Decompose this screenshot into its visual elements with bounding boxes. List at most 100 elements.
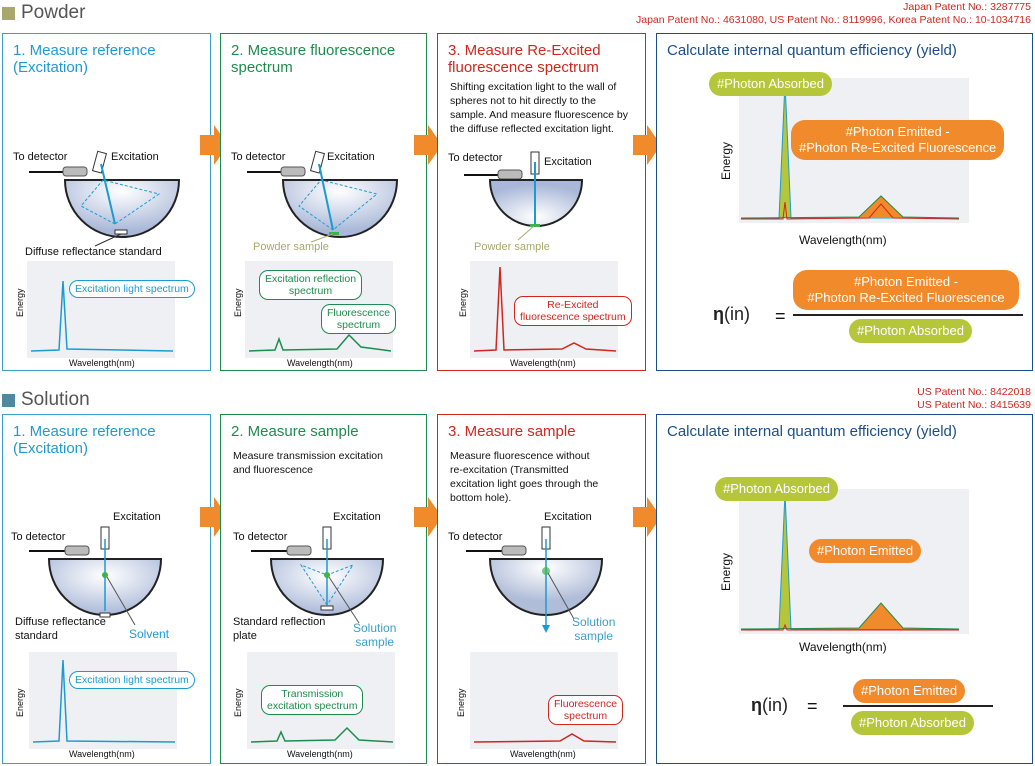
sphere-diagram — [251, 526, 385, 624]
patent-info-solution: US Patent No.: 8422018 US Patent No.: 84… — [917, 386, 1031, 412]
denominator-pill: #Photon Absorbed — [851, 711, 974, 735]
powder-panel-3: 3. Measure Re-Excited fluorescence spect… — [437, 33, 646, 371]
arrow-right-icon — [414, 497, 442, 537]
sphere-diagram — [466, 526, 604, 633]
x-axis-label: Wavelength(nm) — [69, 749, 135, 759]
solution-panel-1: 1. Measure reference (Excitation) Excita… — [2, 414, 211, 764]
sphere-diagram — [29, 526, 163, 626]
panel-title: 1. Measure reference (Excitation) — [13, 42, 156, 76]
excitation-label: Excitation — [333, 511, 381, 523]
y-axis-label: Energy — [719, 552, 733, 591]
y-axis-label: Energy — [456, 688, 466, 717]
excitation-label: Excitation — [544, 511, 592, 523]
to-detector-label: To detector — [13, 151, 68, 163]
section-title: Solution — [21, 389, 90, 410]
x-axis-label: Wavelength(nm) — [799, 233, 887, 247]
patent-line: US Patent No.: 8415639 — [917, 399, 1031, 411]
powder-sample-label: Powder sample — [474, 241, 550, 253]
photon-emitted-pill: #Photon Emitted — [809, 539, 922, 563]
to-detector-label: To detector — [448, 531, 503, 543]
sphere-diagram — [464, 151, 584, 241]
arrow-right-icon — [633, 497, 661, 537]
patent-line: Japan Patent No.: 3287775 — [903, 1, 1031, 13]
panel-title: Calculate internal quantum efficiency (y… — [667, 423, 957, 440]
section-solution-heading: Solution — [2, 389, 90, 411]
equals-sign: = — [807, 696, 818, 716]
section-powder-heading: Powder — [2, 2, 85, 24]
panel-title: 2. Measure sample — [231, 423, 359, 440]
panel-description: Measure fluorescence without re-excitati… — [450, 450, 599, 504]
panel-title: Calculate internal quantum efficiency (y… — [667, 42, 957, 59]
x-axis-label: Wavelength(nm) — [69, 358, 135, 368]
arrow-right-icon — [633, 125, 661, 165]
panel-title: 3. Measure sample — [448, 423, 576, 440]
patent-line: US Patent No.: 8422018 — [917, 386, 1031, 398]
patent-line: Japan Patent No.: 4631080, US Patent No.… — [635, 14, 1031, 26]
denominator-pill: #Photon Absorbed — [849, 319, 972, 343]
solvent-label: Solvent — [129, 627, 170, 641]
numerator-pill: #Photon Emitted — [853, 679, 966, 703]
excitation-label: Excitation — [113, 511, 161, 523]
panel-title: 2. Measure fluorescence spectrum — [231, 42, 396, 76]
x-axis-label: Wavelength(nm) — [510, 358, 576, 368]
arrow-right-icon — [414, 125, 442, 165]
photon-absorbed-pill: #Photon Absorbed — [709, 72, 832, 96]
to-detector-label: To detector — [448, 152, 503, 164]
excitation-label: Excitation — [327, 151, 375, 163]
spectrum-plot — [29, 652, 177, 749]
spectrum-plot — [27, 261, 175, 358]
fraction-line — [843, 705, 993, 707]
solution-panel-4: Calculate internal quantum efficiency (y… — [656, 414, 1033, 764]
eta-char: η — [713, 304, 724, 324]
y-axis-label: Energy — [233, 688, 243, 717]
solution-sample-label: Solution sample — [353, 621, 397, 649]
x-axis-label: Wavelength(nm) — [287, 358, 353, 368]
eta-symbol: η(in) — [713, 304, 750, 325]
panel-description: Shifting excitation light to the wall of… — [450, 81, 629, 135]
to-detector-label: To detector — [233, 531, 288, 543]
fluorescence-callout: Fluorescence spectrum — [321, 304, 397, 334]
eta-symbol: η(in) — [751, 695, 788, 716]
numerator-pill: #Photon Emitted - #Photon Re-Excited Flu… — [793, 270, 1019, 310]
photon-emitted-pill: #Photon Emitted - #Photon Re-Excited Flu… — [791, 120, 1005, 160]
y-axis-label: Energy — [458, 288, 468, 317]
equals-sign: = — [775, 306, 786, 326]
reflection-plate-label: Standard reflection plate — [233, 616, 326, 642]
powder-sample-label: Powder sample — [253, 241, 329, 253]
photon-absorbed-pill: #Photon Absorbed — [715, 477, 838, 501]
excitation-label: Excitation — [544, 156, 592, 168]
panel-title: 3. Measure Re-Excited fluorescence spect… — [448, 42, 601, 76]
solution-sample-label: Solution sample — [572, 615, 616, 643]
excitation-label: Excitation — [111, 151, 159, 163]
standard-label: Diffuse reflectance standard — [15, 616, 106, 642]
section-marker-icon — [2, 393, 15, 407]
excitation-spectrum-callout: Excitation light spectrum — [69, 671, 195, 689]
x-axis-label: Wavelength(nm) — [799, 640, 887, 654]
eta-char: η — [751, 695, 762, 715]
section-title: Powder — [21, 2, 86, 23]
powder-panel-2: 2. Measure fluorescence spectrum To dete… — [220, 33, 427, 371]
panel-description: Measure transmission excitation and fluo… — [233, 450, 383, 476]
transmission-callout: Transmission excitation spectrum — [261, 685, 364, 715]
x-axis-label: Wavelength(nm) — [510, 749, 576, 759]
sphere-diagram — [29, 150, 181, 247]
powder-panel-1: 1. Measure reference (Excitation) To det… — [2, 33, 211, 371]
section-marker-icon — [2, 6, 15, 20]
fraction-line — [793, 314, 1023, 316]
fluorescence-callout: Fluorescence spectrum — [548, 695, 624, 725]
y-axis-label: Energy — [719, 141, 733, 180]
excitation-reflection-callout: Excitation reflection spectrum — [259, 270, 363, 300]
to-detector-label: To detector — [231, 151, 286, 163]
powder-panel-4: Calculate internal quantum efficiency (y… — [656, 33, 1033, 371]
solution-panel-3: 3. Measure sample Measure fluorescence w… — [437, 414, 646, 764]
eta-sub: (in) — [762, 695, 788, 715]
excitation-spectrum-callout: Excitation light spectrum — [69, 280, 195, 298]
y-axis-label: Energy — [233, 288, 243, 317]
y-axis-label: Energy — [15, 688, 25, 717]
re-excited-callout: Re-Excited fluorescence spectrum — [514, 296, 632, 326]
solution-panel-2: 2. Measure sample Measure transmission e… — [220, 414, 427, 764]
standard-label: Diffuse reflectance standard — [25, 246, 162, 258]
y-axis-label: Energy — [15, 288, 25, 317]
panel-title: 1. Measure reference (Excitation) — [13, 423, 156, 457]
sphere-diagram — [247, 150, 399, 243]
